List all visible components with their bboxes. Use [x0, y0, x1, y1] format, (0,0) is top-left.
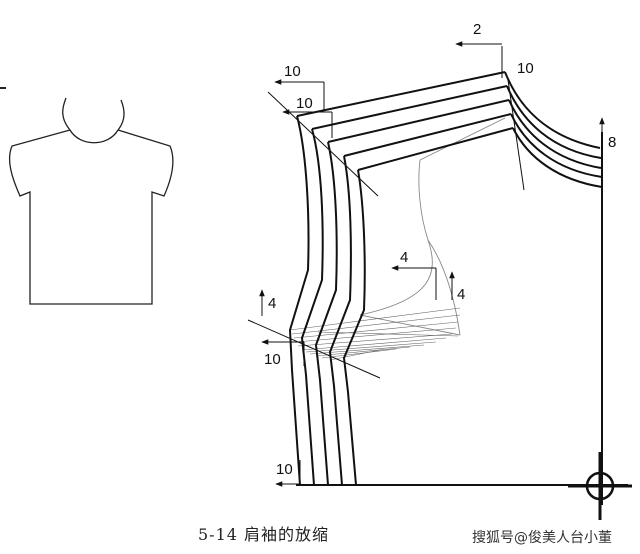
- side-seam-lines: [288, 115, 366, 486]
- dim-hem: 10: [275, 460, 301, 487]
- shoulder-lines: [296, 71, 514, 171]
- grading-fan-lines: [289, 307, 461, 361]
- watermark-text: 搜狐号@俊美人台小董: [472, 530, 612, 546]
- tshirt-sketch-icon: [8, 97, 174, 305]
- side-guide: [247, 319, 381, 379]
- dim-label-side-v: 4: [268, 295, 276, 312]
- neck-guide: [507, 79, 525, 191]
- dim-neck-offset: 2: [455, 21, 503, 78]
- dim-label-armhole-v: 4: [457, 286, 465, 303]
- dim-label-armhole-h: 4: [400, 249, 408, 266]
- figure-caption: 5-14 肩袖的放缩: [198, 525, 330, 544]
- shoulder-guide: [267, 91, 379, 197]
- dim-label-side-h: 10: [264, 351, 281, 368]
- neckline-curves: [504, 71, 603, 188]
- crosshair-icon: [568, 452, 632, 520]
- dim-label-shoulder-outer: 10: [284, 63, 301, 80]
- dim-label-shoulder-inner: 10: [296, 95, 313, 112]
- dim-side: 4 10: [259, 289, 305, 368]
- dim-label-cf-8: 8: [608, 134, 616, 151]
- dim-shoulder-tip: 10 10: [274, 63, 333, 138]
- dim-center-front: 8: [599, 117, 616, 151]
- dim-label-2: 2: [473, 21, 481, 38]
- dim-label-neck-10: 10: [517, 60, 534, 77]
- armhole-guide-curves: [359, 117, 506, 336]
- dim-label-hem: 10: [276, 461, 293, 478]
- dim-armhole: 4 4: [391, 249, 465, 303]
